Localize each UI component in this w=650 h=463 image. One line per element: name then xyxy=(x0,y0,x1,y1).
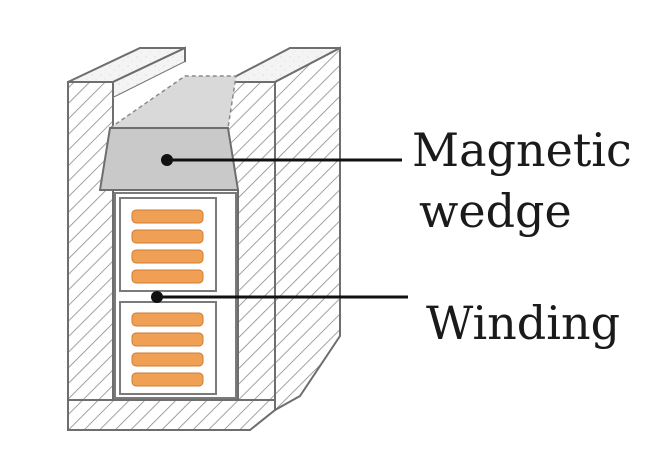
stator-tooth-right xyxy=(224,46,341,412)
upper-conductor-2 xyxy=(131,229,204,244)
label-magnetic: Magnetic xyxy=(412,123,632,177)
lower-conductor-4 xyxy=(131,372,204,387)
lower-conductor-2 xyxy=(131,332,204,347)
lower-conductor-3 xyxy=(131,352,204,367)
callout-wedge xyxy=(161,154,402,166)
stator-yoke-bottom xyxy=(67,399,276,431)
winding-lower-layer xyxy=(131,312,204,387)
label-wedge: wedge xyxy=(419,184,572,238)
upper-conductor-3 xyxy=(131,249,204,264)
upper-conductor-1 xyxy=(131,209,204,224)
label-winding: Winding xyxy=(426,296,621,350)
stator-tooth-left xyxy=(67,46,186,425)
lower-conductor-1 xyxy=(131,312,204,327)
winding-upper-layer xyxy=(131,209,204,284)
callout-winding xyxy=(151,291,408,303)
upper-conductor-4 xyxy=(131,269,204,284)
